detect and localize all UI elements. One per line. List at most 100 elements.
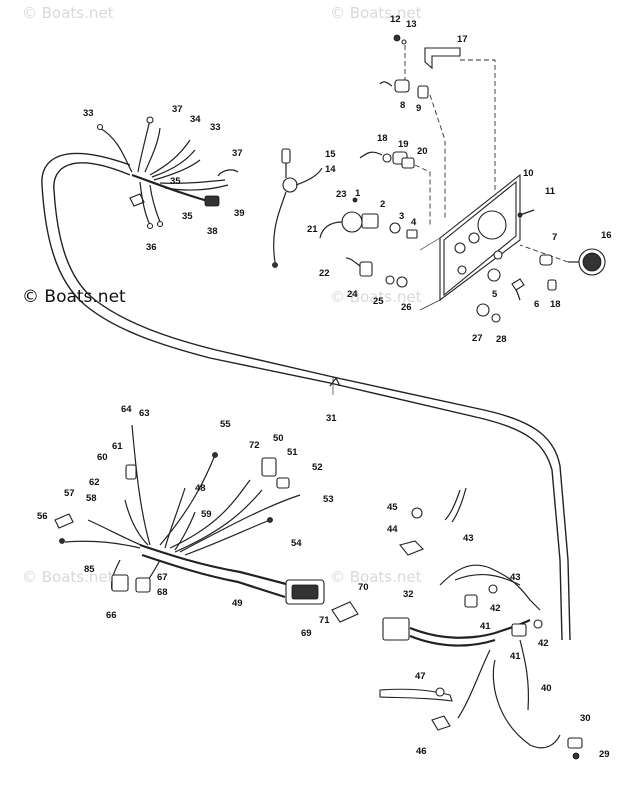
callout-15: 15	[325, 149, 336, 160]
callout-64: 64	[121, 404, 132, 415]
upper-left-harness	[96, 116, 239, 230]
callout-43a: 43	[463, 533, 474, 544]
callout-72: 72	[249, 440, 260, 451]
callout-50: 50	[273, 433, 284, 444]
switch-24	[345, 257, 408, 288]
callout-37a: 37	[172, 104, 183, 115]
callout-24: 24	[347, 289, 358, 300]
callout-18b: 18	[550, 299, 561, 310]
callout-70: 70	[358, 582, 369, 593]
callout-62: 62	[89, 477, 100, 488]
callout-9: 9	[416, 103, 421, 114]
rheostat-2	[319, 197, 418, 239]
callout-18: 18	[377, 133, 388, 144]
callout-13: 13	[406, 19, 417, 30]
callout-12: 12	[390, 14, 401, 25]
callout-33b: 33	[210, 122, 221, 133]
callout-32: 32	[403, 589, 414, 600]
callout-5: 5	[492, 289, 498, 300]
callout-42b: 42	[538, 638, 549, 649]
callout-1: 1	[355, 188, 361, 199]
callout-27: 27	[472, 333, 483, 344]
callout-58: 58	[86, 493, 97, 504]
callout-57: 57	[64, 488, 75, 499]
callout-35b: 35	[182, 211, 193, 222]
callout-26: 26	[401, 302, 412, 313]
watermark-low-center: © Boats.net	[330, 568, 422, 586]
callout-36: 36	[146, 242, 157, 253]
callout-47: 47	[415, 671, 426, 682]
callout-2: 2	[380, 199, 385, 210]
watermark-top-center: © Boats.net	[330, 4, 422, 22]
callout-23: 23	[336, 189, 347, 200]
callout-38: 38	[207, 226, 218, 237]
callout-66: 66	[106, 610, 117, 621]
callout-37b: 37	[232, 148, 243, 159]
callout-10: 10	[523, 168, 534, 179]
callout-31: 31	[326, 413, 337, 424]
callout-61: 61	[112, 441, 123, 452]
main-cable-loop	[41, 152, 571, 641]
callout-44: 44	[387, 524, 398, 535]
callout-34: 34	[190, 114, 201, 125]
lower-right-harness	[379, 487, 583, 760]
callout-20: 20	[417, 146, 428, 157]
callout-14: 14	[325, 164, 336, 175]
callout-21: 21	[307, 224, 318, 235]
callout-41b: 41	[510, 651, 521, 662]
lower-harness-49	[54, 424, 359, 623]
callout-11: 11	[545, 186, 556, 197]
callout-19: 19	[398, 139, 409, 150]
faint-watermarks: © Boats.net © Boats.net © Boats.net © Bo…	[22, 4, 422, 586]
lamp-7	[539, 254, 553, 266]
bracket-17	[424, 47, 496, 190]
callout-59: 59	[201, 509, 212, 520]
callout-33a: 33	[83, 108, 94, 119]
callout-53: 53	[323, 494, 334, 505]
callout-39: 39	[234, 208, 245, 219]
watermark-main: © Boats.net	[22, 287, 126, 307]
callout-56: 56	[37, 511, 48, 522]
switch-7-8-9	[379, 79, 446, 220]
screw-12-13	[393, 34, 407, 85]
callout-16: 16	[601, 230, 612, 241]
callout-43b: 43	[510, 572, 521, 583]
callout-4: 4	[411, 217, 417, 228]
callout-labels: 1 2 3 4 5 6 7 8 9 10 11 12 13 14 15 16 1…	[37, 14, 612, 760]
callout-55: 55	[220, 419, 231, 430]
callout-71: 71	[319, 615, 330, 626]
callout-42a: 42	[490, 603, 501, 614]
callout-29: 29	[599, 749, 610, 760]
callout-49: 49	[232, 598, 243, 609]
callout-17: 17	[457, 34, 468, 45]
callout-68: 68	[157, 587, 168, 598]
key-switch-5-6	[487, 268, 525, 301]
callout-35a: 35	[170, 176, 181, 187]
callout-30: 30	[580, 713, 591, 724]
callout-22: 22	[319, 268, 330, 279]
callout-63: 63	[139, 408, 150, 419]
callout-69: 69	[301, 628, 312, 639]
sender-wire-14-15	[272, 148, 323, 268]
callout-28: 28	[496, 334, 507, 345]
switch-18-19-20	[359, 151, 431, 225]
callout-40: 40	[541, 683, 552, 694]
callout-41a: 41	[480, 621, 491, 632]
callout-45: 45	[387, 502, 398, 513]
watermark-low-left: © Boats.net	[22, 568, 114, 586]
callout-25: 25	[373, 296, 384, 307]
callout-85: 85	[84, 564, 95, 575]
callout-52: 52	[312, 462, 323, 473]
instrument-panel-10	[419, 173, 521, 311]
callout-60: 60	[97, 452, 108, 463]
screw-11	[517, 209, 535, 218]
callout-6: 6	[534, 299, 539, 310]
gauge-16	[519, 244, 606, 276]
callout-46: 46	[416, 746, 427, 757]
callout-54: 54	[291, 538, 302, 549]
callout-51: 51	[287, 447, 298, 458]
nut-27-28	[476, 303, 501, 323]
callout-48: 48	[195, 483, 206, 494]
watermark-mid-center: © Boats.net	[330, 288, 422, 306]
